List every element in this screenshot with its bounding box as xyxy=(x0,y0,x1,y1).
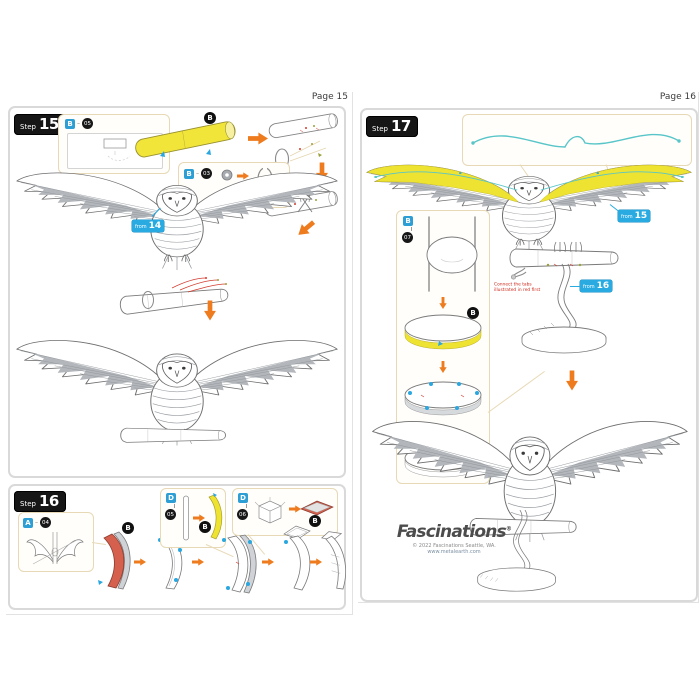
arrow-right-icon xyxy=(310,558,322,566)
sheet-letter-chip: D xyxy=(166,493,176,503)
wing-wire-callout xyxy=(462,114,692,166)
part-number-chip: 07 xyxy=(402,232,413,243)
step-number: 16 xyxy=(38,492,59,510)
website-text: www.metalearth.com xyxy=(427,549,481,555)
stand-assembly xyxy=(509,241,619,354)
owl-illustration-with-perch xyxy=(12,320,342,470)
part-number-chip: 06 xyxy=(237,509,248,520)
curved-strip-yellow xyxy=(208,493,223,540)
leg-shells-joined xyxy=(222,534,257,594)
base-disc-yellow-rim xyxy=(404,314,482,350)
copyright-text: © 2022 Fascinations Seattle, WA. xyxy=(412,543,496,549)
part-number-chip: 05 xyxy=(82,118,93,129)
step-16-panel: Step 16 A – 04 B xyxy=(8,484,346,610)
brand-logo: Fascinations® xyxy=(396,522,512,542)
part-marker-b: B xyxy=(199,521,211,533)
arrow-right-icon xyxy=(134,558,146,566)
talon-parts-sketch xyxy=(26,532,84,565)
step-label: Step xyxy=(20,500,36,508)
separator: – xyxy=(35,519,38,526)
from-step-15-tag: from 15 xyxy=(618,210,651,222)
formed-tray-red xyxy=(300,500,334,516)
part-marker-b: B xyxy=(204,112,216,124)
step-number: 17 xyxy=(390,117,411,135)
washer-icon xyxy=(221,169,233,181)
part-number-chip: 04 xyxy=(40,517,51,528)
sheet-letter-chip: A xyxy=(23,517,33,528)
box-part-sketch xyxy=(254,497,286,524)
step-15-badge: Step 15 xyxy=(14,114,66,135)
leg-assembly-final xyxy=(321,531,346,590)
step-number: 15 xyxy=(38,115,59,133)
rolled-perch-part xyxy=(135,121,236,158)
part-number-chip: 05 xyxy=(165,509,176,520)
step-15-panel: Step 15 B – 05 xyxy=(8,106,346,478)
separator: – xyxy=(77,120,80,127)
step-17-badge: Step 17 xyxy=(366,116,418,137)
page-number-label: Page 16 xyxy=(659,92,696,102)
step-label: Step xyxy=(20,123,36,131)
from-step-16-tag: from 16 xyxy=(580,280,613,292)
part-callout-d06: D 06 B xyxy=(232,488,338,536)
owl-illustration-before xyxy=(12,154,342,278)
arrow-right-icon xyxy=(289,505,301,513)
base-disc-assembled xyxy=(404,381,482,416)
sheet-letter-chip: B xyxy=(184,168,194,179)
part-marker-b: B xyxy=(309,515,321,527)
arrow-right-icon xyxy=(237,172,249,180)
brand-footer: Fascinations® © 2022 Fascinations Seattl… xyxy=(394,522,514,555)
page-15: Page 15 Step 15 B – 05 xyxy=(6,92,353,615)
arrow-down-icon xyxy=(566,371,579,391)
tab-arrow-icon xyxy=(206,149,211,155)
perch-rod-outline xyxy=(268,113,338,139)
owl-illustration-final-on-stand xyxy=(362,398,696,592)
step-16-badge: Step 16 xyxy=(14,491,66,512)
wing-support-wire xyxy=(471,133,681,148)
from-step-14-tag: from 14 xyxy=(132,220,165,232)
part-number-chip: 03 xyxy=(201,168,212,179)
arrow-down-icon xyxy=(439,297,447,309)
step-17-panel: Step 17 from 15 B 07 xyxy=(360,108,698,602)
page-number-label: Page 15 xyxy=(311,92,348,102)
part-callout-d05: D 05 B xyxy=(160,488,226,548)
arrow-down-icon xyxy=(439,361,447,373)
base-disc-with-rods xyxy=(426,216,478,292)
arrow-right-icon xyxy=(192,558,204,566)
sheet-letter-chip: D xyxy=(238,493,248,503)
perch-with-claws xyxy=(264,189,338,217)
red-instruction-note: Connect the tabs illustrated in red firs… xyxy=(494,282,541,293)
leg-with-ankle-plate xyxy=(283,525,311,591)
chip-link-tick xyxy=(174,504,175,508)
flat-strip-part xyxy=(183,495,189,541)
leg-shell-red xyxy=(98,531,131,590)
part-marker-b: B xyxy=(122,522,134,534)
part-callout-a04: A – 04 xyxy=(18,512,94,572)
pliers-icon xyxy=(510,267,527,280)
arrow-right-icon xyxy=(193,514,205,522)
flat-part-sketch xyxy=(103,138,131,161)
tab-arrow-icon xyxy=(160,151,165,157)
sheet-letter-chip: B xyxy=(65,118,75,129)
page-16: Page 16 Step 17 from 15 B xyxy=(358,92,699,603)
chip-link-tick xyxy=(246,504,247,508)
separator: – xyxy=(196,170,199,177)
arrow-right-icon xyxy=(262,558,274,566)
arrow-right-icon xyxy=(248,132,268,145)
part-marker-b: B xyxy=(467,307,479,319)
step-label: Step xyxy=(372,125,388,133)
perch-connection-detail xyxy=(119,277,230,316)
chip-link-tick xyxy=(411,227,412,231)
sheet-letter-chip: B xyxy=(403,216,413,226)
tag-leader-line xyxy=(570,286,580,287)
